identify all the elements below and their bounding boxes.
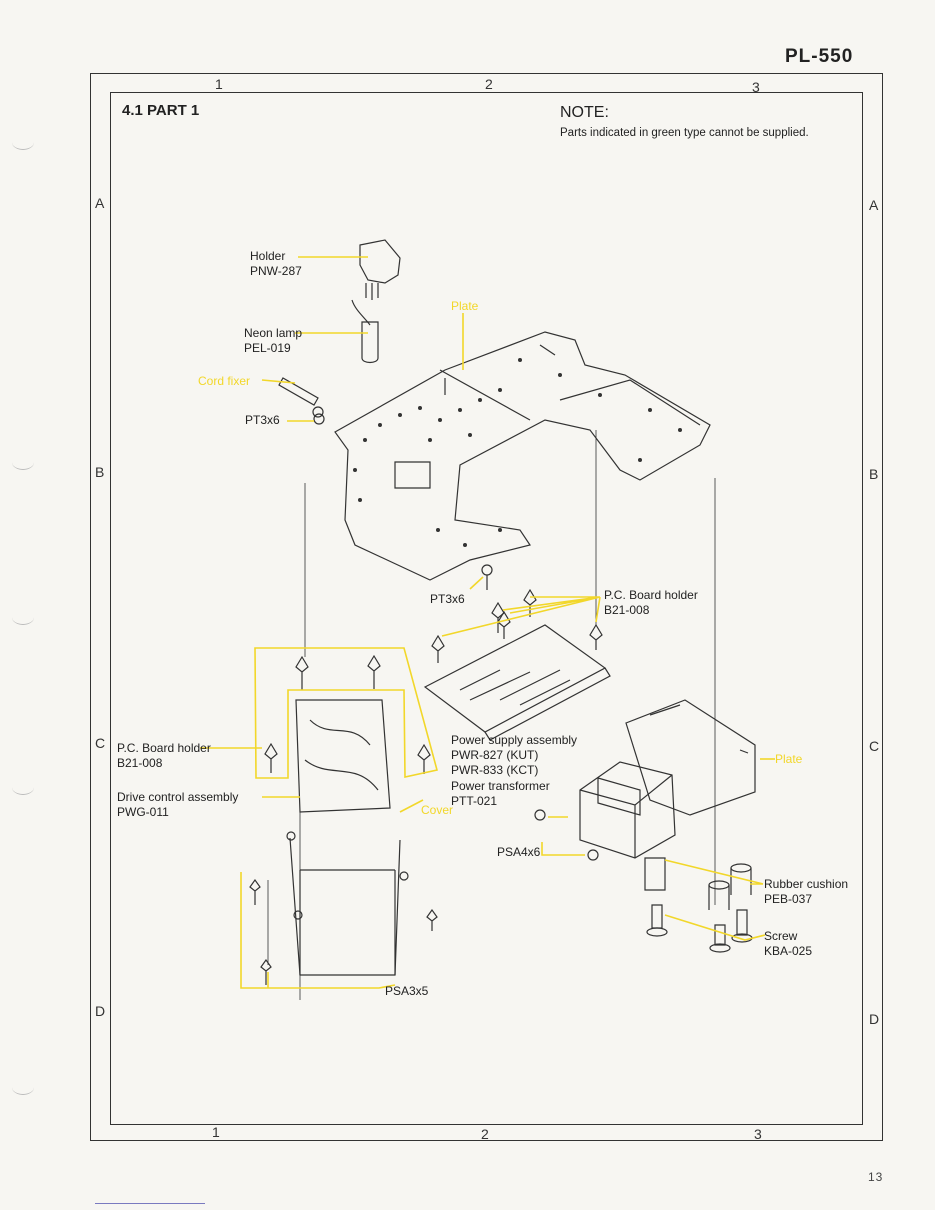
section-title: 4.1 PART 1 [122,102,200,119]
outer-frame [90,73,883,1141]
pcb-holder-right-part: B21-008 [604,603,650,617]
pt3x6-mid-label: PT3x6 [430,592,465,606]
psa3x5-label: PSA3x5 [385,984,429,998]
row-label-right-c: C [869,738,880,754]
row-label-left-a: A [95,195,105,211]
rubber-cushion-label: Rubber cushion PEB-037 [764,877,848,907]
drive-control-part: PWG-011 [117,805,169,819]
neon-lamp-label: Neon lamp PEL-019 [244,326,302,356]
column-label-bottom-3: 3 [754,1126,762,1142]
neon-lamp-part: PEL-019 [244,341,291,355]
screw-name: Screw [764,929,798,943]
cord-fixer-label: Cord fixer [198,374,251,388]
column-label-top-1: 1 [215,76,223,92]
pcb-holder-left-label: P.C. Board holder B21-008 [117,741,211,771]
punch-mark [12,780,34,795]
psa4x6-label: PSA4x6 [497,845,541,859]
plate-right-label: Plate [775,752,803,766]
model-number: PL-550 [785,46,854,67]
bottom-rule [95,1203,205,1204]
punch-mark [12,135,34,150]
plate-top-label: Plate [451,299,479,313]
row-label-left-b: B [95,464,105,480]
pcb-holder-right-name: P.C. Board holder [604,588,698,602]
drive-control-name: Drive control assembly [117,790,239,804]
note-text: Parts indicated in green type cannot be … [560,127,809,139]
cover-label: Cover [421,803,454,817]
column-label-bottom-2: 2 [481,1126,489,1142]
pt3x6-top-label: PT3x6 [245,413,280,427]
power-supply-name: Power supply assembly [451,733,578,747]
row-label-right-a: A [869,197,879,213]
page-number: 13 [868,1170,884,1184]
holder-name: Holder [250,249,286,263]
inner-frame-top [110,92,863,93]
rubber-cushion-part: PEB-037 [764,892,813,906]
row-label-left-d: D [95,1003,106,1019]
punch-mark [12,610,34,625]
screw-part: KBA-025 [764,944,813,958]
pcb-holder-right-label: P.C. Board holder B21-008 [604,588,698,618]
inner-frame-right [862,92,863,1124]
neon-lamp-name: Neon lamp [244,326,303,340]
drive-control-label: Drive control assembly PWG-011 [117,790,238,820]
row-label-right-b: B [869,466,879,482]
column-label-bottom-1: 1 [212,1124,220,1140]
holder-part: PNW-287 [250,264,302,278]
power-supply-part-kct: PWR-833 (KCT) [451,763,539,777]
power-transformer-label: Power transformer PTT-021 [451,779,550,809]
row-label-right-d: D [869,1011,880,1027]
power-transformer-part: PTT-021 [451,794,498,808]
pcb-holder-left-part: B21-008 [117,756,163,770]
punch-mark [12,455,34,470]
pcb-holder-left-name: P.C. Board holder [117,741,211,755]
inner-frame-left [110,92,111,1124]
screw-label: Screw KBA-025 [764,929,812,959]
power-supply-label: Power supply assembly PWR-827 (KUT) PWR-… [451,733,577,778]
punch-mark [12,1080,34,1095]
inner-frame-bottom [110,1124,863,1125]
power-transformer-name: Power transformer [451,779,550,793]
row-label-left-c: C [95,735,106,751]
rubber-cushion-name: Rubber cushion [764,877,849,891]
holder-label: Holder PNW-287 [250,249,302,279]
note-heading: NOTE: [560,104,609,121]
power-supply-part-kut: PWR-827 (KUT) [451,748,539,762]
column-label-top-2: 2 [485,76,493,92]
column-label-top-3: 3 [752,79,760,95]
